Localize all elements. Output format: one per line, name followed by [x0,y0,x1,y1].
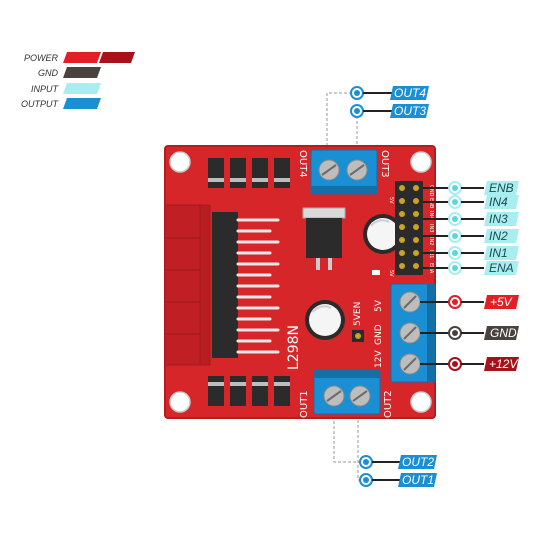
l298n-board: L298N [164,145,436,419]
leader-out2 [333,415,366,463]
silk-gnd: GND [374,324,384,345]
chip-body [212,212,238,358]
legend-gnd-label: GND [38,68,59,78]
heatsink [164,204,211,366]
leader-out1 [357,415,366,481]
legend-gnd-swatch [63,67,101,78]
hdr-label-in3: IN3 [428,224,434,232]
callout-ena-label: ENA [489,261,514,275]
silk-out4: OUT4 [297,150,308,178]
callout-in2: IN2 [423,229,519,243]
legend-power-label: POWER [24,53,59,63]
callout-enb: ENB [423,181,519,195]
legend-output-swatch [63,98,101,109]
mount-hole-tl [169,151,191,173]
callout-5v-label: +5V [490,295,513,309]
terminal-out1-out2: OUT1 OUT2 [299,369,394,418]
hdr-label-enb: ENB [428,198,434,209]
callout-out4-label: OUT4 [394,86,426,100]
legend: POWER GND INPUT OUTPUT [21,52,135,109]
mount-hole-br [410,391,432,413]
silk-12v: 12V [374,350,384,368]
smd-resistor [372,270,380,275]
callout-out4: OUT4 [350,86,429,100]
callout-out1: OUT1 [359,473,437,487]
callout-in4: IN4 [423,195,519,209]
diodes-top [208,158,290,188]
callout-gnd-label: GND [490,326,517,340]
terminal-out3-out4: OUT4 OUT3 [297,149,390,195]
mount-hole-bl [169,391,191,413]
callout-12v-label: +12V [489,357,518,371]
hdr-label-in2: IN2 [428,237,434,245]
silk-out2: OUT2 [383,390,394,418]
silk-5v: 5V [374,299,384,312]
silk-5ven: 5VEN [353,302,363,326]
hdr-label-gnd: GND [428,185,434,197]
hdr-label-5v-b: 5V [388,270,394,277]
capacitor-top [363,214,403,254]
callout-in2-label: IN2 [489,229,508,243]
mounting-holes [169,151,432,413]
voltage-regulator [302,207,346,270]
hdr-label-5v-a: 5V [388,197,394,204]
callout-5v: +5V [420,295,519,309]
legend-input-label: INPUT [31,84,60,94]
callout-ena: ENA [423,261,519,275]
l298n-chip: L298N [212,212,302,370]
legend-power-swatch-dark [99,52,135,63]
callout-enb-label: ENB [489,181,514,195]
callout-in4-label: IN4 [489,195,508,209]
callout-in3: IN3 [423,212,519,226]
diodes-bottom [208,376,290,406]
callout-in1-label: IN1 [489,246,508,260]
input-pin-header: 5V GND ENB IN4 IN3 IN2 IN1 ENA 5V [388,181,434,277]
callout-12v: +12V [420,357,519,371]
mount-hole-tr [410,151,432,173]
callout-in3-label: IN3 [489,212,508,226]
leader-out4 [326,92,357,150]
silk-out1: OUT1 [299,390,310,418]
legend-output-label: OUTPUT [21,99,60,109]
legend-input-swatch [63,83,101,94]
jumper-5ven [352,330,364,342]
hdr-label-in4: IN4 [428,211,434,219]
legend-power-swatch [63,52,101,63]
callout-out2-label: OUT2 [402,455,434,469]
callout-out3: OUT3 [350,104,429,118]
callout-out1-label: OUT1 [402,473,434,487]
callout-out3-label: OUT3 [394,104,426,118]
callout-gnd: GND [420,326,519,340]
chip-label: L298N [286,325,302,370]
silk-out3: OUT3 [379,150,390,178]
callout-in1: IN1 [423,246,519,260]
callout-out2: OUT2 [359,455,437,469]
capacitor-bottom [305,300,345,340]
hdr-label-in1: IN1 [428,250,434,258]
